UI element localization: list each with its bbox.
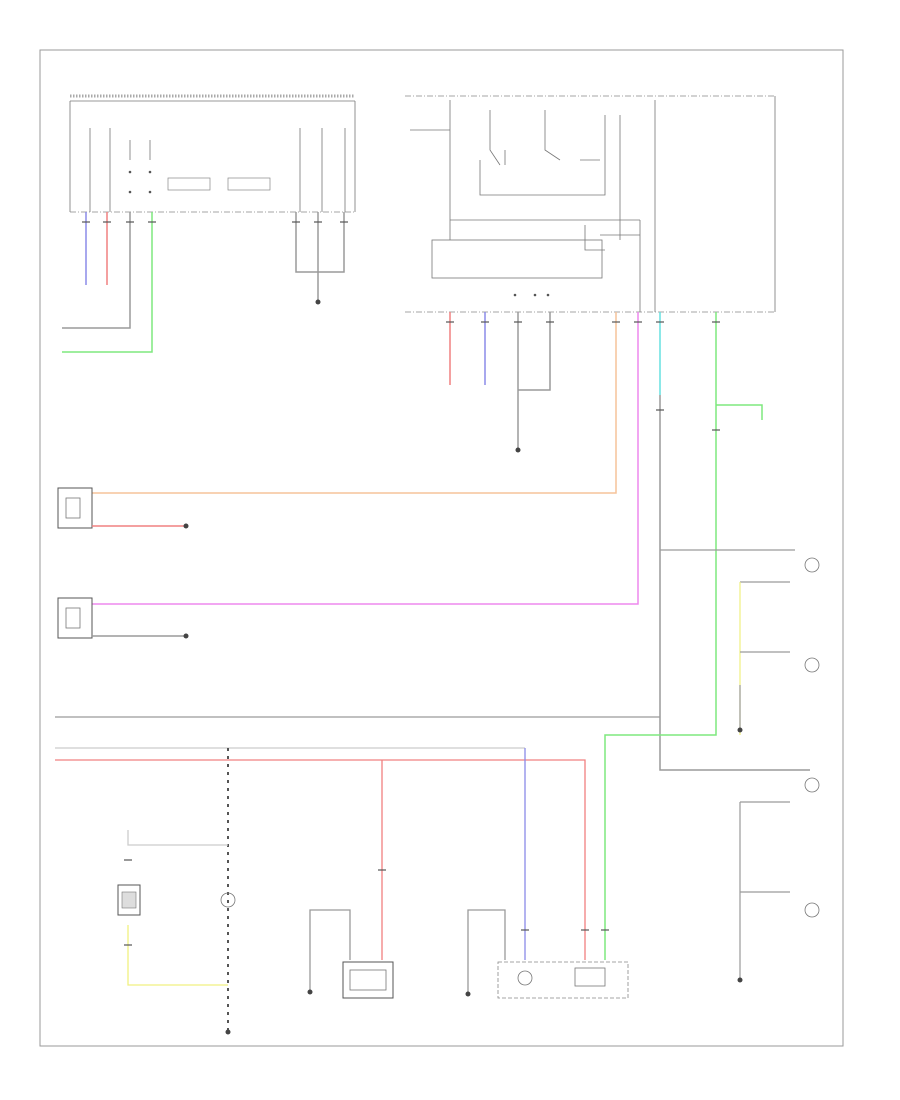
lamp-right-4 bbox=[804, 902, 820, 918]
front-lamp-right-ground bbox=[183, 633, 189, 639]
left-control-unit bbox=[69, 94, 356, 213]
right-lamps bbox=[804, 557, 820, 918]
left-fuse-box bbox=[167, 177, 211, 191]
wire-gray-trunk bbox=[659, 395, 810, 771]
left-buzzer-box bbox=[227, 177, 271, 191]
right-unit-block bbox=[431, 239, 603, 279]
wire-magenta bbox=[92, 312, 639, 605]
wire-red-main bbox=[55, 759, 586, 960]
ground-bottom-left bbox=[225, 1029, 231, 1035]
wire-orange bbox=[92, 312, 617, 494]
ground-bottom-center2 bbox=[465, 991, 471, 997]
front-lamp-left bbox=[57, 487, 189, 529]
rear-control-unit bbox=[465, 909, 629, 999]
ground-upper-center bbox=[515, 447, 521, 453]
ground-right-lower-1 bbox=[737, 727, 743, 733]
unit-bottom-center bbox=[307, 909, 394, 999]
lamp-right-3 bbox=[804, 777, 820, 793]
ground-left-upper bbox=[315, 299, 321, 305]
left-unit-wires bbox=[62, 212, 345, 353]
wire-gray-left bbox=[62, 212, 131, 329]
wire-green-stub bbox=[716, 404, 763, 420]
lamp-right-2 bbox=[804, 657, 820, 673]
lamp-right-1 bbox=[804, 557, 820, 573]
right-lamp-branches bbox=[660, 549, 795, 978]
right-unit-wires bbox=[92, 312, 810, 960]
diagram-border bbox=[39, 49, 844, 1047]
front-lamp-left-ground bbox=[183, 523, 189, 529]
wire-green-left bbox=[62, 212, 153, 353]
wire-white-switch bbox=[127, 830, 228, 846]
ground-right-lower-2 bbox=[737, 977, 743, 983]
sensor-bottom-left bbox=[220, 892, 236, 908]
wire-gray-right-2 bbox=[518, 312, 551, 391]
wire-yellow-sensor bbox=[127, 925, 228, 986]
wire-green-right bbox=[604, 312, 717, 960]
main-feed-lines bbox=[55, 716, 660, 1030]
wire-gray-loop bbox=[295, 212, 345, 273]
right-control-unit bbox=[405, 95, 776, 313]
front-lamp-right bbox=[57, 597, 189, 639]
switch-bottom-left bbox=[117, 884, 141, 916]
ground-bottom-center bbox=[307, 989, 313, 995]
drop-connector-ticks bbox=[124, 409, 720, 946]
